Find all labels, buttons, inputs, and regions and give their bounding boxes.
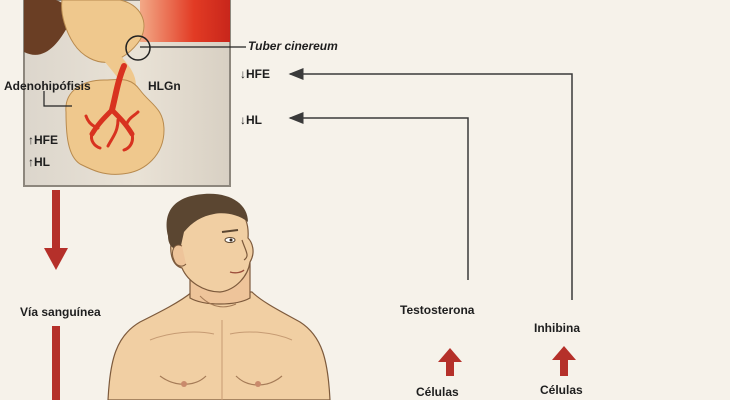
celulas-label-2: Células (540, 383, 583, 397)
hypothalamic-tissue (24, 0, 71, 55)
inhibina-feedback-line (288, 68, 573, 300)
adenohipofisis-label: Adenohipófisis (4, 79, 91, 93)
pituitary-inset: Adenohipófisis HLGn ↑HFE ↑HL (4, 0, 246, 187)
torso (107, 291, 331, 400)
celulas-label-1: Células (416, 385, 459, 399)
hl-right-label: ↓HL (240, 113, 262, 127)
testosterona-feedback-line (288, 112, 469, 280)
tuber-cinereum-label: Tuber cinereum (248, 39, 338, 53)
testosterona-label: Testosterona (400, 303, 475, 317)
hl-inset-label: ↑HL (28, 155, 50, 169)
testosterona-up-arrow (438, 348, 462, 376)
via-sanguinea-arrow (44, 190, 68, 400)
pituitary-gland (65, 78, 165, 175)
hlgn-label: HLGn (148, 79, 181, 93)
human-figure (107, 193, 331, 400)
hfe-inset-label: ↑HFE (28, 133, 58, 147)
via-sanguinea-label: Vía sanguínea (20, 305, 101, 319)
inhibina-label: Inhibina (534, 321, 580, 335)
portal-vessels (84, 63, 140, 152)
hypothalamus-red-region (140, 0, 230, 42)
hair (166, 193, 248, 250)
inhibina-up-arrow (552, 346, 576, 376)
adenohipofisis-leader (43, 91, 72, 107)
tuber-cinereum-marker (125, 35, 151, 61)
hfe-right-label: ↓HFE (240, 67, 270, 81)
